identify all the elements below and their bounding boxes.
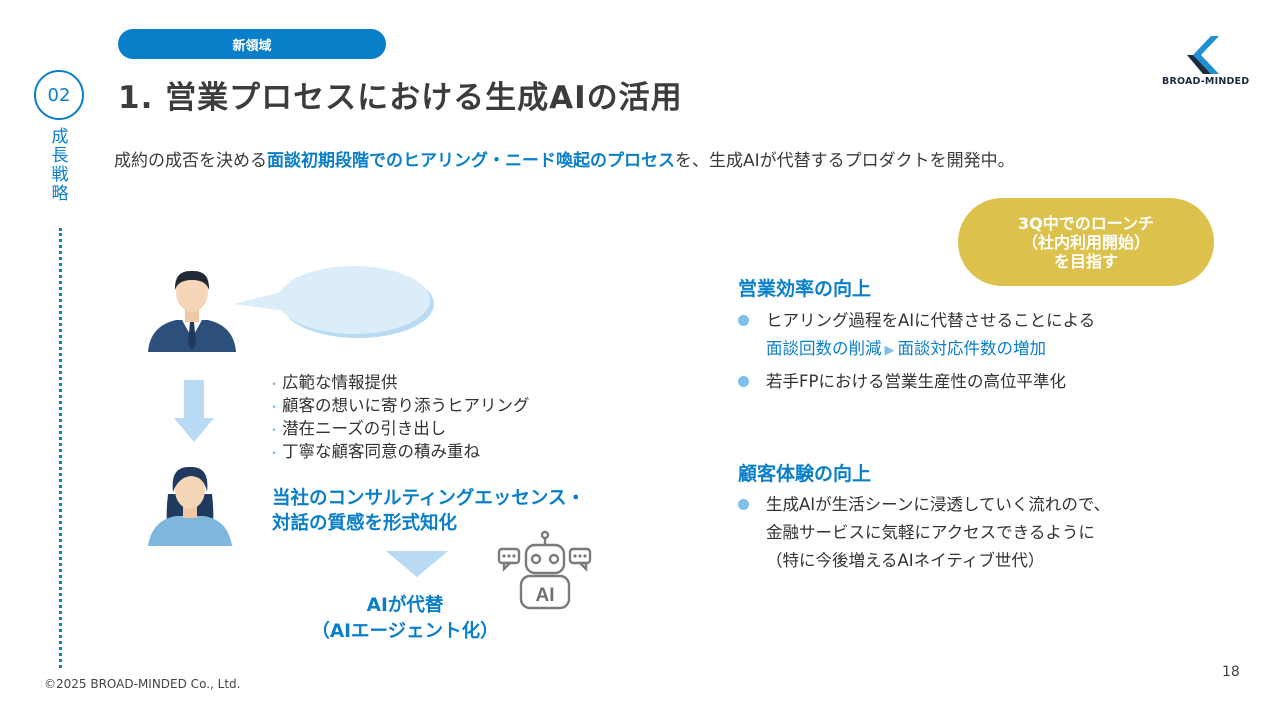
list-item: 広範な情報提供 <box>268 372 530 395</box>
consulting-essence-line: 対話の質感を形式知化 <box>272 513 458 534</box>
lead-prefix: 成約の成否を決める <box>114 151 267 171</box>
customer-experience-bullet: 生成AIが生活シーンに浸透していく流れので、 金融サービスに気軽にアクセスできる… <box>738 491 1110 575</box>
section-number-badge: 02 <box>34 70 84 120</box>
section-label-char: 長 <box>51 146 69 166</box>
logo-mark-icon <box>1187 36 1219 74</box>
result-to: 面談対応件数の増加 <box>897 339 1047 358</box>
consultant-person-icon <box>148 270 236 352</box>
lead-suffix: を、生成AIが代替するプロダクトを開発中。 <box>675 151 1015 171</box>
bullet-text: （特に今後増えるAIネイティブ世代） <box>766 551 1045 570</box>
launch-badge-line: を目指す <box>1053 251 1118 271</box>
ai-robot-icon: AI <box>497 530 592 610</box>
section-divider-dotted <box>59 228 62 668</box>
ai-replace-line: （AIエージェント化） <box>311 621 499 642</box>
triangle-down-icon <box>386 551 448 577</box>
bullet-dot-icon <box>738 376 749 387</box>
bullet-text: 若手FPにおける営業生産性の高位平準化 <box>766 372 1066 391</box>
bullet-text: 金融サービスに気軽にアクセスできるように <box>766 523 1095 542</box>
arrow-right-icon: ▶ <box>884 343 895 358</box>
page-number: 18 <box>1222 664 1240 680</box>
arrow-down-icon <box>174 380 214 442</box>
efficiency-bullet-2: 若手FPにおける営業生産性の高位平準化 <box>738 368 1066 396</box>
copyright: ©2025 BROAD-MINDED Co., Ltd. <box>44 677 241 691</box>
customer-experience-heading: 顧客体験の向上 <box>738 463 872 485</box>
list-item: 顧客の想いに寄り添うヒアリング <box>268 395 530 418</box>
bullet-text: ヒアリング過程をAIに代替させることによる <box>766 311 1096 330</box>
company-logo: BROAD-MINDED <box>1162 36 1250 87</box>
list-item: 丁寧な顧客同意の積み重ね <box>268 441 530 464</box>
section-label-vertical: 成 長 戦 略 <box>50 128 70 204</box>
ai-replace-text: AIが代替 （AIエージェント化） <box>290 593 520 645</box>
bullet-text: 生成AIが生活シーンに浸透していく流れので、 <box>766 495 1111 514</box>
lead-sentence: 成約の成否を決める面談初期段階でのヒアリング・ニード喚起のプロセスを、生成AIが… <box>114 146 1015 171</box>
launch-badge-line: （社内利用開始） <box>1021 232 1150 252</box>
logo-text: BROAD-MINDED <box>1162 76 1250 87</box>
list-item: 潜在ニーズの引き出し <box>268 418 530 441</box>
efficiency-heading: 営業効率の向上 <box>738 278 872 300</box>
bullet-result: 面談回数の削減▶面談対応件数の増加 <box>766 335 1095 365</box>
result-from: 面談回数の削減 <box>766 339 882 358</box>
launch-badge-line: 3Q中でのローンチ <box>1018 213 1154 233</box>
section-label-char: 戦 <box>51 165 69 185</box>
robot-label: AI <box>536 585 555 606</box>
section-label-char: 成 <box>51 127 69 147</box>
efficiency-bullet-1: ヒアリング過程をAIに代替させることによる 面談回数の削減▶面談対応件数の増加 <box>738 307 1095 365</box>
consulting-essence-line: 当社のコンサルティングエッセンス・ <box>272 488 586 509</box>
bullet-dot-icon <box>738 499 749 510</box>
ai-replace-line: AIが代替 <box>366 595 444 616</box>
launch-target-badge: 3Q中でのローンチ （社内利用開始） を目指す <box>958 198 1214 286</box>
hearing-points-list: 広範な情報提供 顧客の想いに寄り添うヒアリング 潜在ニーズの引き出し 丁寧な顧客… <box>268 372 530 464</box>
page-title: 1. 営業プロセスにおける生成AIの活用 <box>118 80 683 116</box>
lead-highlight: 面談初期段階でのヒアリング・ニード喚起のプロセス <box>267 151 675 171</box>
bullet-dot-icon <box>738 315 749 326</box>
consulting-essence-text: 当社のコンサルティングエッセンス・ 対話の質感を形式知化 <box>272 486 585 536</box>
customer-person-icon <box>148 466 232 546</box>
category-tag: 新領域 <box>118 29 386 59</box>
speech-bubble-icon <box>234 266 434 338</box>
section-label-char: 略 <box>51 184 69 204</box>
